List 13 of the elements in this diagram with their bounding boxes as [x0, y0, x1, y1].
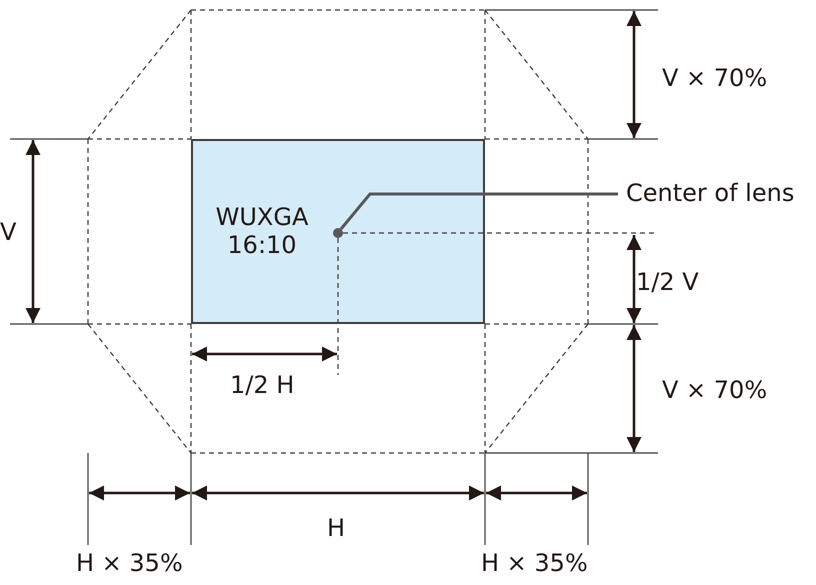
dimension-label: H × 35%: [481, 551, 588, 575]
dimension-label: V: [0, 220, 16, 244]
dimension-label: V × 70%: [662, 66, 768, 90]
dimension-label: 1/2 V: [636, 270, 699, 294]
dimension-label: H: [327, 516, 346, 540]
lens-center-dot: [333, 228, 343, 238]
dimension-label: H × 35%: [76, 551, 183, 575]
callout-text: Center of lens: [626, 179, 794, 207]
dimension-label: 1/2 H: [230, 373, 294, 397]
screen-area: [191, 139, 485, 324]
dimension-label: V × 70%: [662, 378, 768, 402]
resolution-label: WUXGA 16:10: [214, 203, 310, 259]
leader-line: [340, 192, 618, 230]
